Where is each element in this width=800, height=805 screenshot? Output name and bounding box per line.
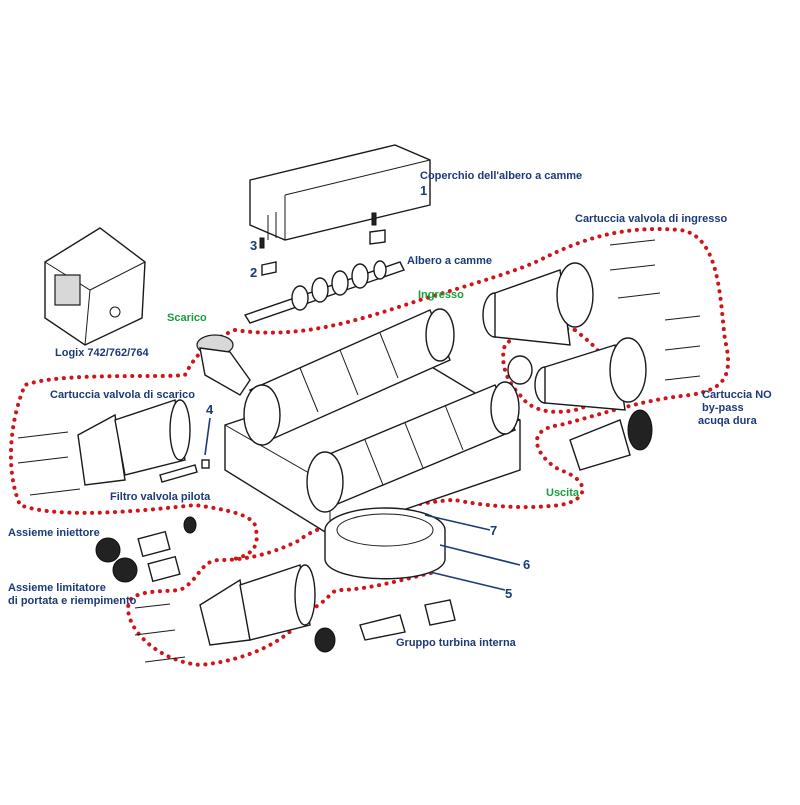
camshaft bbox=[243, 260, 405, 324]
label-camshaft: Albero a camme bbox=[407, 255, 492, 267]
screws-left bbox=[17, 431, 186, 663]
label-bypass-cartridge-line2: by-pass bbox=[702, 402, 744, 414]
label-outlet: Uscita bbox=[546, 487, 580, 499]
valve-body bbox=[224, 308, 521, 536]
injector-parts bbox=[95, 516, 197, 583]
turbine-housing bbox=[324, 507, 446, 580]
label-inlet-cartridge: Cartuccia valvola di ingresso bbox=[575, 213, 728, 225]
label-logix: Logix 742/762/764 bbox=[55, 347, 149, 359]
label-pilot-filter: Filtro valvola pilota bbox=[110, 491, 211, 503]
label-bypass-cartridge-line1: Cartuccia NO bbox=[702, 389, 772, 401]
callout-arrows bbox=[204, 417, 521, 591]
label-drain-cartridge: Cartuccia valvola di scarico bbox=[50, 389, 195, 401]
label-injector: Assieme iniettore bbox=[8, 527, 100, 539]
inlet-cartridge bbox=[482, 262, 594, 346]
lower-cartridge bbox=[199, 564, 316, 646]
camshaft-cover bbox=[249, 144, 431, 241]
callout-5: 5 bbox=[505, 586, 513, 601]
callout-3: 3 bbox=[250, 238, 258, 253]
assembly-boundary bbox=[8, 227, 731, 668]
label-bypass-cartridge-line3: acuqa dura bbox=[698, 415, 757, 427]
drain-cartridge bbox=[77, 399, 191, 486]
label-flow-limiter-line1: Assieme limitatore bbox=[8, 582, 106, 594]
logix-controller bbox=[44, 227, 146, 346]
small-clips bbox=[259, 229, 386, 276]
pilot-filter bbox=[159, 459, 210, 483]
screws-right bbox=[609, 239, 701, 381]
label-inlet: Ingresso bbox=[418, 289, 464, 301]
label-drain: Scarico bbox=[167, 312, 207, 324]
label-flow-limiter-line2: di portata e riempimento bbox=[8, 595, 137, 607]
drain-elbow bbox=[196, 334, 251, 396]
bypass-sleeve bbox=[569, 409, 653, 471]
label-camshaft-cover: Coperchio dell'albero a camme bbox=[420, 170, 583, 182]
label-turbine: Gruppo turbina interna bbox=[396, 637, 516, 649]
callout-6: 6 bbox=[523, 557, 531, 572]
bypass-cartridge bbox=[507, 337, 647, 411]
callout-4: 4 bbox=[206, 402, 214, 417]
callout-7: 7 bbox=[490, 523, 498, 538]
turbine-parts bbox=[314, 599, 456, 653]
callout-1: 1 bbox=[420, 183, 428, 198]
callout-2: 2 bbox=[250, 265, 258, 280]
